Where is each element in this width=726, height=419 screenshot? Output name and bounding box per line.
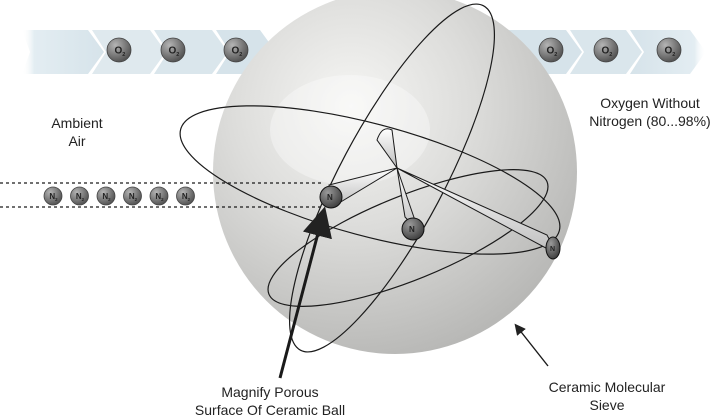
o2-molecule-out-3: O2 (656, 37, 682, 63)
ambient-air-label: Ambient Air (36, 114, 118, 150)
o2-molecule-out-2-label: O2 (602, 46, 613, 59)
n2-molecule-4: N2 (123, 186, 142, 206)
o2-molecule-in-3-label: O2 (232, 46, 243, 59)
o2-molecule-in-2: O2 (160, 37, 186, 63)
pore-n2-label-3: N (550, 246, 555, 253)
n2-molecule-1-label: N2 (49, 192, 58, 202)
ceramic-ball (213, 0, 577, 354)
n2-molecule-1: N2 (43, 186, 63, 206)
o2-molecule-in-3: O2 (223, 37, 249, 63)
oxygen-output-line-2: Nitrogen (80...98%) (589, 113, 711, 129)
oxygen-output-line-1: Oxygen Without (600, 95, 700, 111)
o2-molecule-out-1: O2 (538, 37, 564, 63)
n2-molecule-2: N2 (70, 186, 89, 206)
ambient-air-line-1: Ambient (51, 115, 103, 131)
pore-n2-molecule-2: N (401, 217, 425, 241)
pore-n2-label-2: N (409, 225, 415, 234)
n2-molecule-5: N2 (149, 186, 169, 206)
n2-molecule-4-label: N2 (129, 192, 138, 202)
n2-molecule-6: N2 (176, 186, 195, 206)
ambient-air-line-2: Air (68, 133, 86, 149)
o2-molecule-out-3-label: O2 (665, 46, 676, 59)
nitrogen-molecules-row: N2 N2 N2 N2 N2 N2 (43, 186, 195, 206)
o2-molecule-out-1-label: O2 (547, 46, 558, 59)
o2-molecule-in-1: O2 (106, 37, 132, 63)
pore-n2-molecule-3: N (545, 236, 561, 260)
n2-molecule-6-label: N2 (182, 192, 191, 202)
oxygen-output-label: Oxygen Without Nitrogen (80...98%) (575, 94, 725, 130)
magnify-line-2: Surface Of Ceramic Ball (194, 402, 346, 418)
n2-molecule-3-label: N2 (102, 192, 111, 202)
n2-molecule-2-label: N2 (76, 192, 85, 202)
oxygen-molecules-inflow: O2 O2 O2 (106, 37, 249, 63)
magnify-arrow (278, 206, 332, 379)
oxygen-molecules-outflow: O2 O2 O2 (538, 37, 682, 63)
ball-highlight (270, 75, 430, 185)
o2-molecule-out-2: O2 (593, 37, 619, 63)
sieve-arrow (514, 323, 549, 367)
magnify-label: Magnify Porous Surface Of Ceramic Ball (170, 383, 370, 419)
pore-cones (328, 128, 559, 256)
sieve-line-2: Sieve (589, 397, 625, 413)
pore-n2-molecule-1: N (319, 185, 343, 209)
sieve-label: Ceramic Molecular Sieve (532, 378, 682, 414)
n2-molecule-5-label: N2 (155, 192, 164, 202)
n2-molecule-3: N2 (96, 186, 116, 206)
sieve-line-1: Ceramic Molecular (548, 379, 666, 395)
orbit-rings (179, 3, 561, 353)
pore-n2-label-1: N (327, 193, 333, 202)
magnify-line-1: Magnify Porous (221, 384, 319, 400)
o2-molecule-in-2-label: O2 (169, 46, 180, 59)
o2-molecule-in-1-label: O2 (115, 46, 126, 59)
